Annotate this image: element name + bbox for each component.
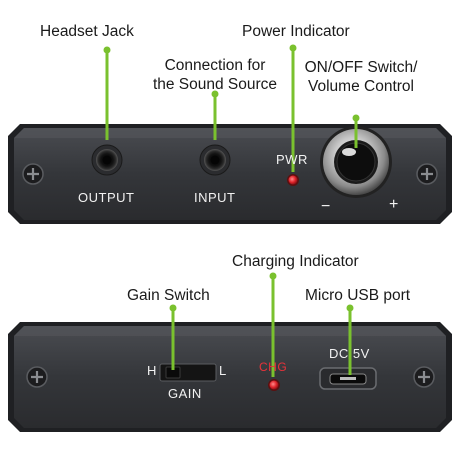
micro-usb-port-icon xyxy=(319,367,377,390)
output-label: OUTPUT xyxy=(78,190,135,205)
screw-icon xyxy=(413,366,435,388)
plus-label: + xyxy=(389,196,399,213)
screw-icon xyxy=(26,366,48,388)
chg-label: CHG xyxy=(259,360,288,374)
power-led-icon xyxy=(287,174,299,186)
gain-label: GAIN xyxy=(168,386,202,401)
charging-led-icon xyxy=(268,379,280,391)
screw-icon xyxy=(416,163,438,185)
output-jack-icon xyxy=(91,144,123,176)
callout-gain-switch: Gain Switch xyxy=(127,287,210,304)
callout-sound-source-line2: the Sound Source xyxy=(152,76,278,93)
volume-knob-icon xyxy=(320,126,392,198)
dc-5v-label: DC 5V xyxy=(329,346,370,361)
gain-h-label: H xyxy=(147,363,157,378)
callout-headset-jack: Headset Jack xyxy=(40,23,134,40)
input-label: INPUT xyxy=(194,190,236,205)
callout-power-indicator: Power Indicator xyxy=(242,23,350,40)
pwr-label: PWR xyxy=(276,152,308,167)
gain-l-label: L xyxy=(219,363,227,378)
bottom-panel xyxy=(8,322,452,432)
callout-micro-usb: Micro USB port xyxy=(305,287,411,304)
callout-switch-line2: Volume Control xyxy=(308,78,414,95)
gain-switch-icon xyxy=(159,363,217,382)
minus-label: − xyxy=(321,198,331,215)
callout-sound-source-line1: Connection for xyxy=(164,57,266,74)
callout-switch: ON/OFF Switch/ Volume Control xyxy=(297,58,425,96)
callout-charging-indicator: Charging Indicator xyxy=(232,253,359,270)
callout-switch-line1: ON/OFF Switch/ xyxy=(304,59,418,76)
leader-lines xyxy=(103,44,360,377)
callout-sound-source: Connection for the Sound Source xyxy=(145,56,285,94)
input-jack-icon xyxy=(199,144,231,176)
screw-icon xyxy=(22,163,44,185)
